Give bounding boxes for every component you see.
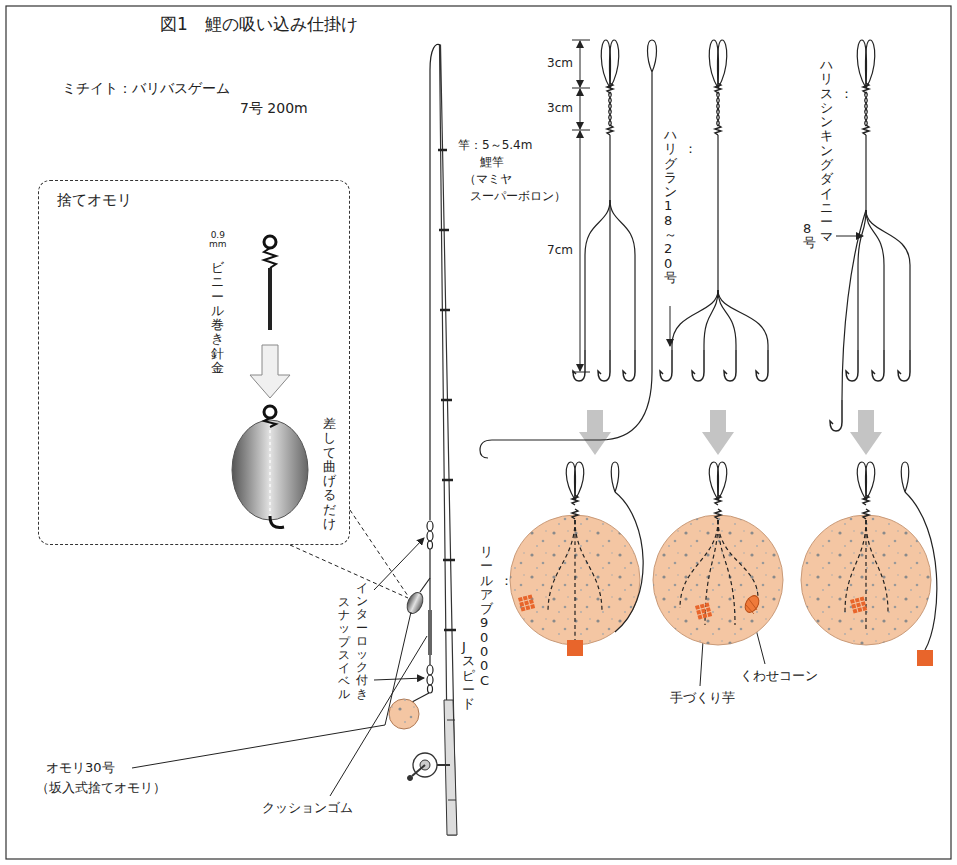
rod-label: （マミヤ [464, 172, 512, 186]
reel-label: リール：アブ9000C [480, 545, 493, 688]
sinker-label: オモリ30号 [46, 760, 115, 776]
swivel-label: インターロック付き [356, 582, 368, 701]
cushion-rubber [428, 610, 432, 655]
bait-texture [389, 699, 419, 729]
rod-label: 竿：5～5.4m [458, 138, 532, 152]
bait-label: くわせコーン [740, 668, 818, 684]
wire-sinker-icon [232, 236, 308, 528]
line-spec: 7号 200m [240, 100, 308, 117]
down-arrows [579, 410, 882, 455]
sinker-label: （坂入式捨てオモリ） [36, 780, 166, 796]
wire-label: ビニール巻き針金 [211, 261, 224, 375]
dimension-line [572, 40, 590, 372]
note-label: 差して曲げるだけ [323, 417, 336, 531]
box-heading: 捨てオモリ [57, 191, 132, 209]
frame [6, 6, 951, 859]
rod-label: スーパーボロン） [470, 189, 566, 203]
figure-title: 図1 鯉の吸い込み仕掛け [160, 14, 358, 34]
bait-ball [389, 699, 419, 729]
sinker [404, 590, 426, 616]
rod-label: 鯉竿 [480, 155, 504, 169]
reel-label: Jスピード [462, 640, 475, 711]
dashed-box: 捨てオモリ 0.9 mm ビニール巻き針金差して曲げるだけ [38, 180, 350, 545]
leader-label: 8号 [803, 222, 816, 251]
rod [438, 45, 457, 835]
dimension: 7cm [547, 243, 573, 257]
leader-label: ハリス：シンキングダイニーマ [820, 58, 833, 244]
bait-balls [510, 515, 931, 645]
cushion-label: クッションゴム [262, 800, 353, 816]
leader-lines [132, 236, 863, 796]
rigs [480, 40, 937, 666]
wire-gauge: 0.9 mm [207, 231, 229, 249]
line-label: ミチイト：バリバスゲーム [62, 80, 230, 97]
hook-label: ハリ：グラン18～20号 [664, 128, 677, 285]
bait-label: 手づくり芋 [670, 690, 735, 706]
reel [408, 753, 451, 781]
dimension: 3cm [547, 56, 573, 70]
swivel-label: スナップスイベル [338, 596, 350, 702]
dimension: 3cm [547, 101, 573, 115]
